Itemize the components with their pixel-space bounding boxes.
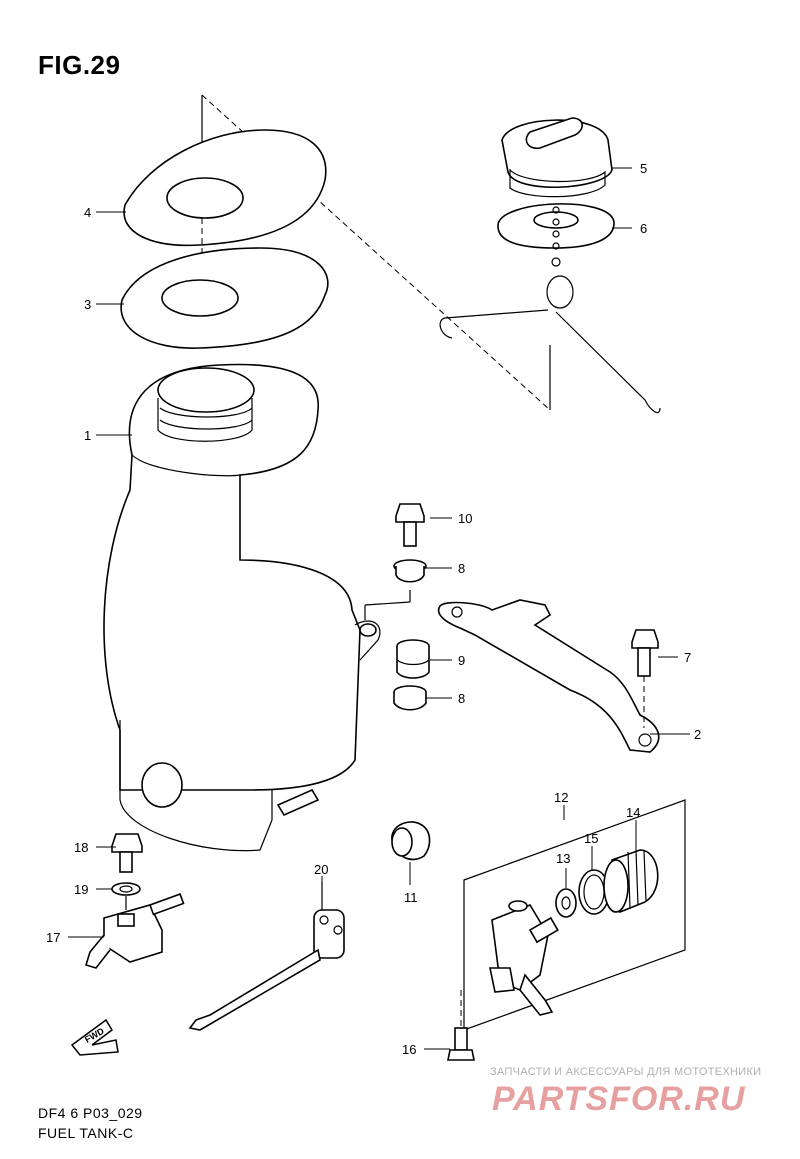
part-3-seal-plate xyxy=(120,247,329,349)
part-2-bracket xyxy=(437,599,660,753)
part-4-gasket xyxy=(123,129,327,247)
callout-18: 18 xyxy=(74,840,88,855)
part-12-fuel-cock-assembly xyxy=(463,799,686,1031)
cap-tether-wire xyxy=(439,206,661,414)
callout-7: 7 xyxy=(684,650,691,665)
callout-4: 4 xyxy=(84,205,91,220)
callout-1: 1 xyxy=(84,428,91,443)
callout-11: 11 xyxy=(404,890,418,905)
part-14-filter xyxy=(603,849,659,914)
callout-14: 14 xyxy=(626,805,640,820)
callout-20: 20 xyxy=(314,862,328,877)
callout-9: 9 xyxy=(458,653,465,668)
part-19-washer xyxy=(111,882,141,896)
leader-lines xyxy=(68,167,690,1050)
callout-3: 3 xyxy=(84,297,91,312)
callout-2: 2 xyxy=(694,727,701,742)
callout-15: 15 xyxy=(584,831,598,846)
callout-8-lower: 8 xyxy=(458,691,465,706)
part-16-screw xyxy=(447,1027,475,1061)
watermark-brand: PARTSFOR.RU xyxy=(492,1080,746,1118)
part-11-knob xyxy=(391,821,431,861)
alignment-line-main xyxy=(201,94,551,411)
part-1-fuel-tank xyxy=(103,363,381,852)
callout-13: 13 xyxy=(556,851,570,866)
callout-19: 19 xyxy=(74,882,88,897)
callout-17: 17 xyxy=(46,930,60,945)
callout-6: 6 xyxy=(640,221,647,236)
part-6-cap-gasket xyxy=(497,203,615,249)
callout-8-upper: 8 xyxy=(458,561,465,576)
figure-title: FIG.29 xyxy=(38,50,121,80)
part-20-fuel-pickup xyxy=(188,909,345,1031)
part-17-fuel-connector xyxy=(84,893,185,969)
part-8-bushing-lower xyxy=(393,685,427,711)
callout-10: 10 xyxy=(458,511,472,526)
figure-name: FUEL TANK-C xyxy=(38,1125,134,1141)
part-10-bolt xyxy=(395,503,425,547)
forward-arrow-icon: FWD xyxy=(70,1018,119,1056)
alignment-tank-bushing xyxy=(364,601,411,620)
callout-12: 12 xyxy=(554,790,568,805)
part-8-bushing-upper xyxy=(393,559,427,583)
part-18-bolt xyxy=(111,833,143,873)
part-7-bolt xyxy=(631,629,659,677)
figure-code: DF4 6 P03_029 xyxy=(38,1105,143,1121)
callout-16: 16 xyxy=(402,1042,416,1057)
callout-5: 5 xyxy=(640,161,647,176)
watermark-tagline: ЗАПЧАСТИ И АКСЕССУАРЫ ДЛЯ МОТОТЕХНИКИ xyxy=(490,1066,762,1078)
part-9-grommet xyxy=(396,639,430,679)
part-5-fuel-cap xyxy=(501,117,613,198)
part-13-washer xyxy=(555,888,577,918)
